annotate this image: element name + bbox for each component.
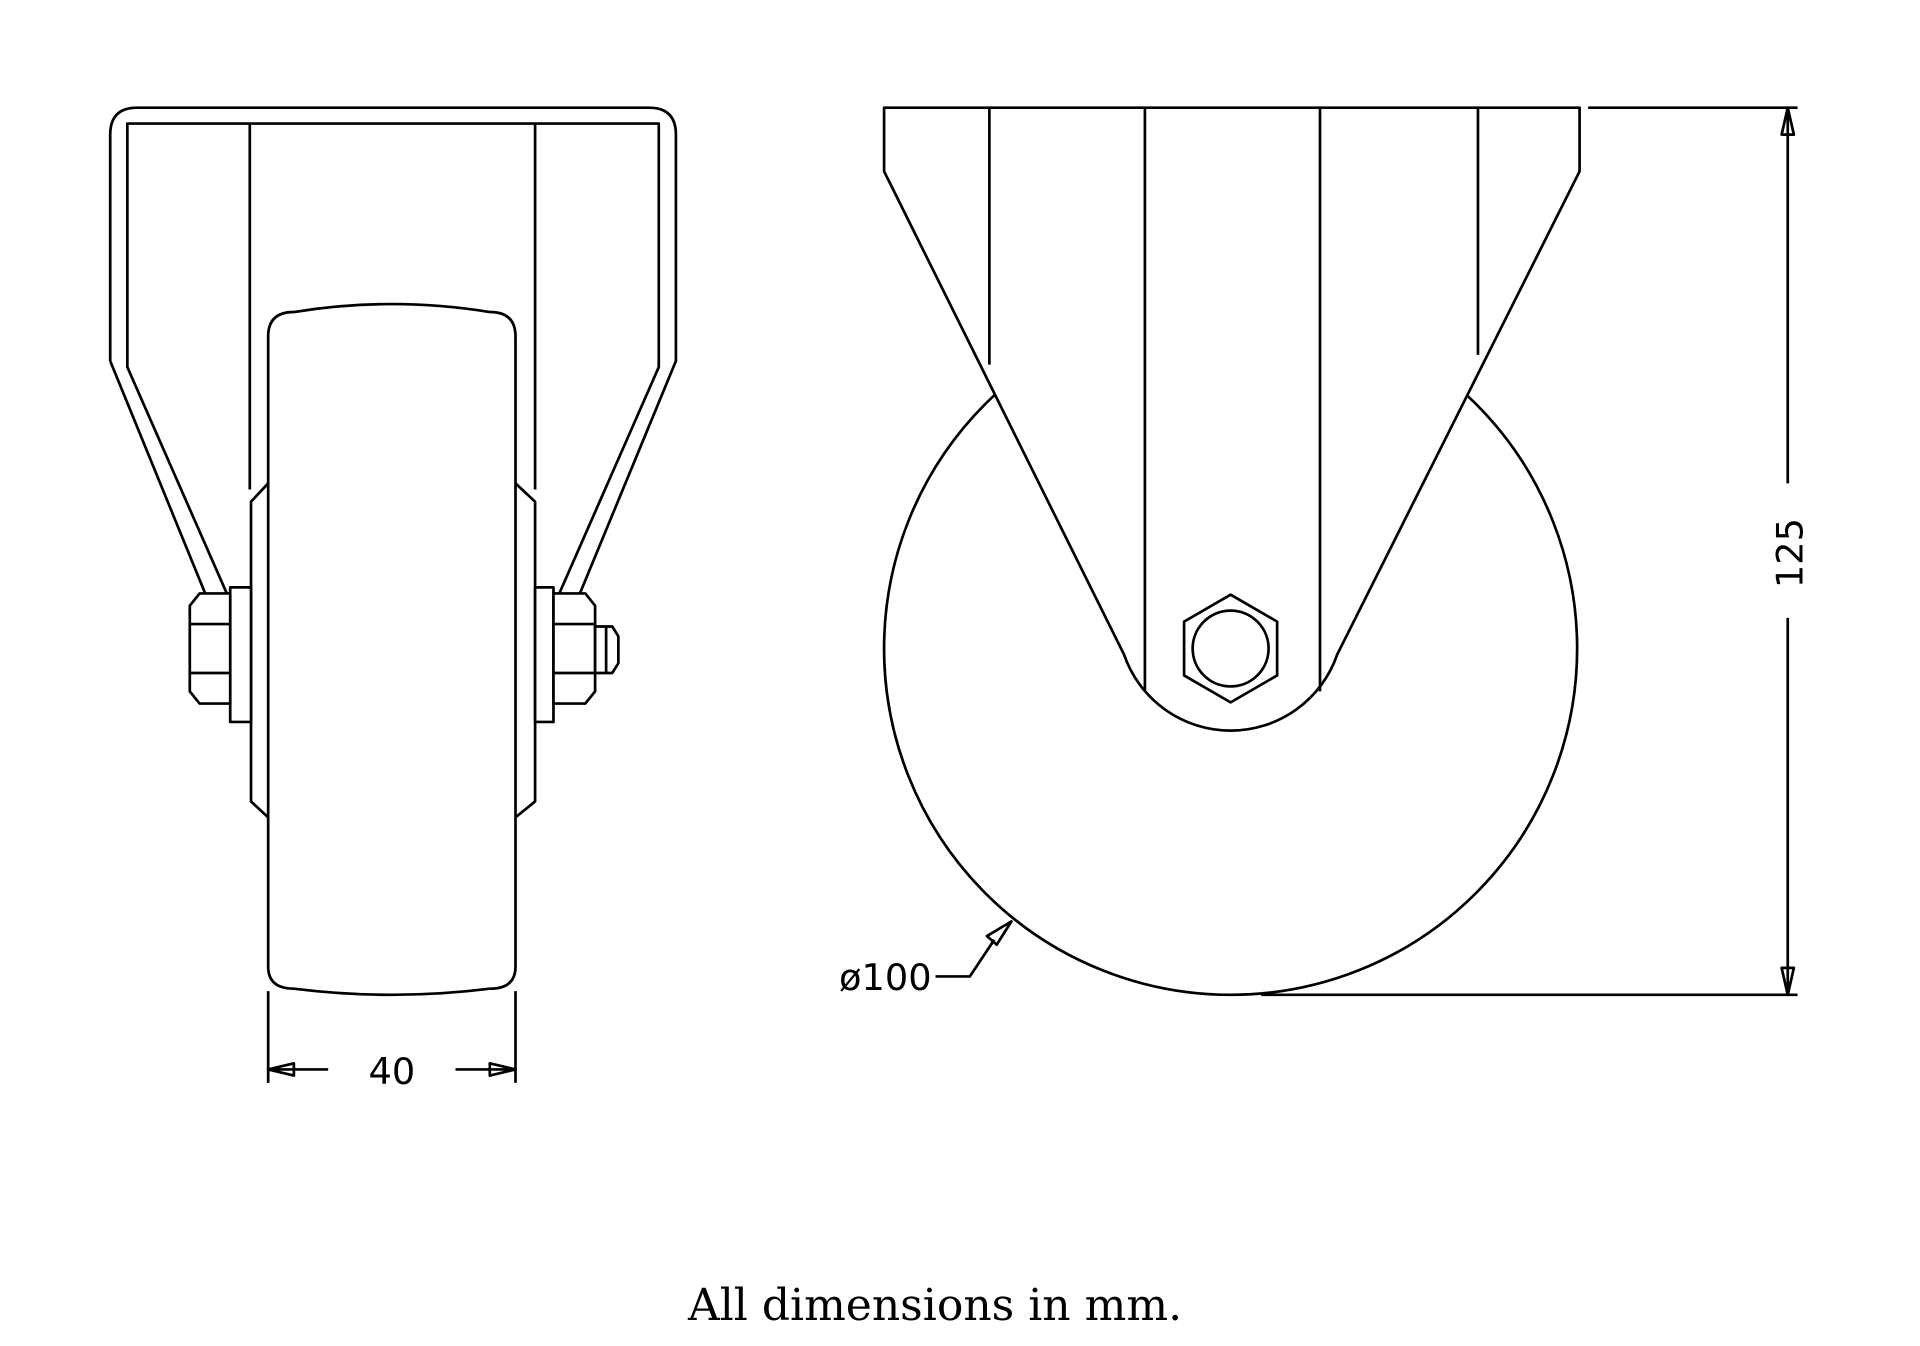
nut-right (552, 592, 597, 705)
nut-left (188, 592, 232, 705)
dim-100-leader (935, 920, 1013, 978)
bolt-end (593, 625, 620, 675)
bracket-inner (126, 122, 661, 650)
axle (1191, 609, 1270, 688)
dim-40-label: 40 (368, 1050, 415, 1093)
dim-40-arrow-right (455, 1061, 517, 1077)
hub-right (514, 482, 537, 819)
wheel-side (266, 302, 517, 997)
fork (882, 106, 1581, 732)
caption: All dimensions in mm. (687, 1280, 1183, 1331)
dim-125-arrow-bottom (1780, 617, 1796, 997)
front-view: 125 ø100 (839, 106, 1811, 999)
side-view: 40 (108, 106, 678, 1093)
dim-125-arrow-top (1780, 106, 1796, 484)
washer-right (533, 585, 555, 724)
washer-left (228, 585, 253, 724)
hub-left (249, 482, 270, 819)
dim-125-label: 125 (1768, 518, 1811, 588)
dim-40-arrow-left (266, 1061, 329, 1077)
bracket-outer (108, 106, 678, 650)
dim-100-label: ø100 (839, 956, 932, 999)
